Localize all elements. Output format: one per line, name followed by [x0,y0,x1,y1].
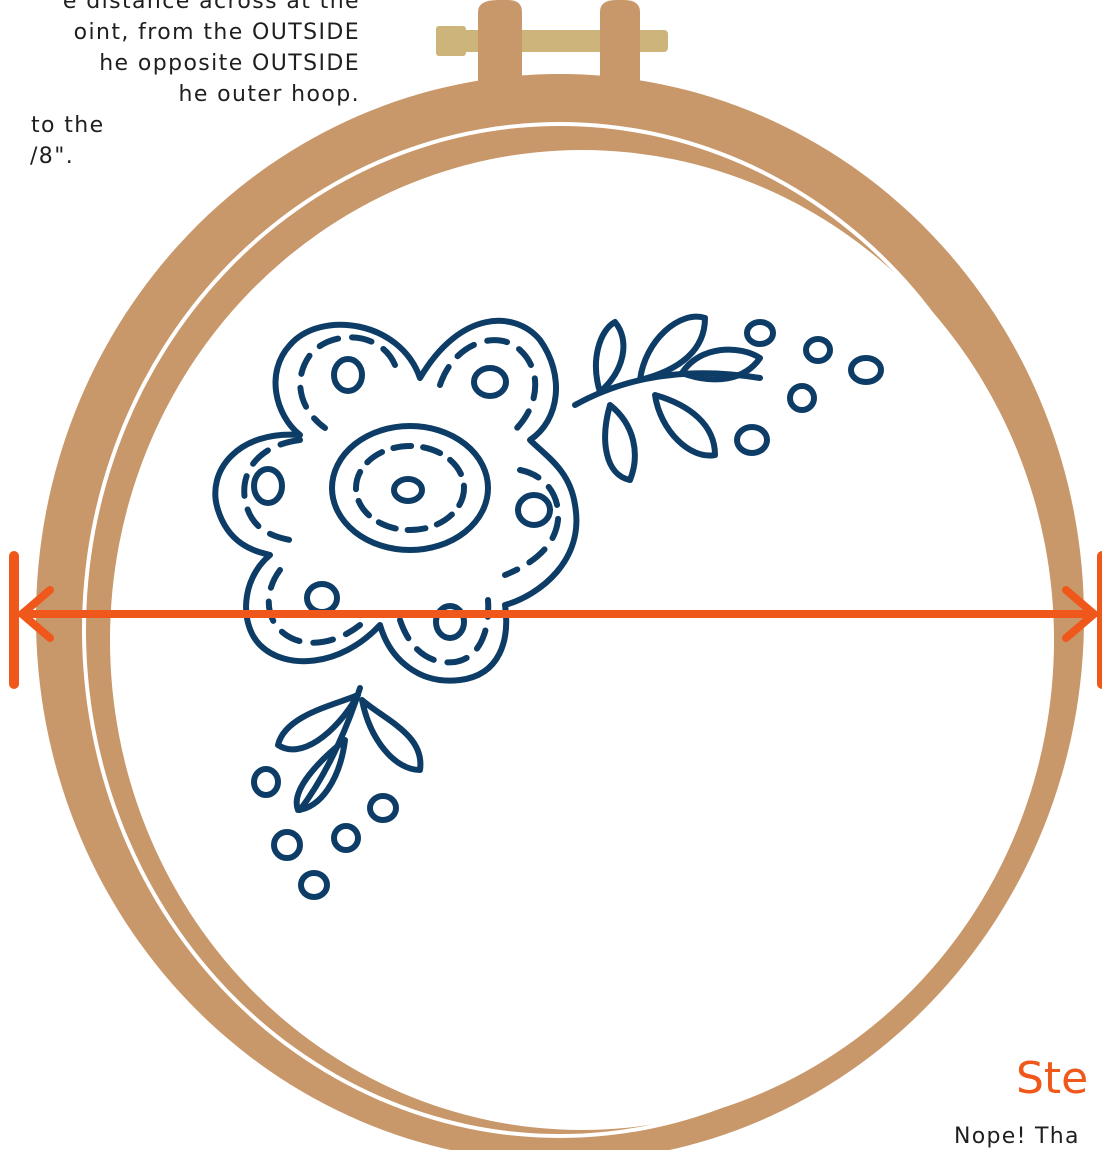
instruction-line: he outer hoop. [30,79,360,110]
instruction-line: /8". [30,141,360,172]
instruction-line: to the [30,110,360,141]
instruction-line: he opposite OUTSIDE [30,48,360,79]
instruction-line: e distance across at the [30,0,360,17]
fabric [110,150,1054,1130]
measurement-instructions: e distance across at the oint, from the … [30,0,360,172]
step-text: Nope! Tha [954,1124,1080,1149]
instruction-line: oint, from the OUTSIDE [30,17,360,48]
step-heading: Ste [1016,1053,1088,1104]
